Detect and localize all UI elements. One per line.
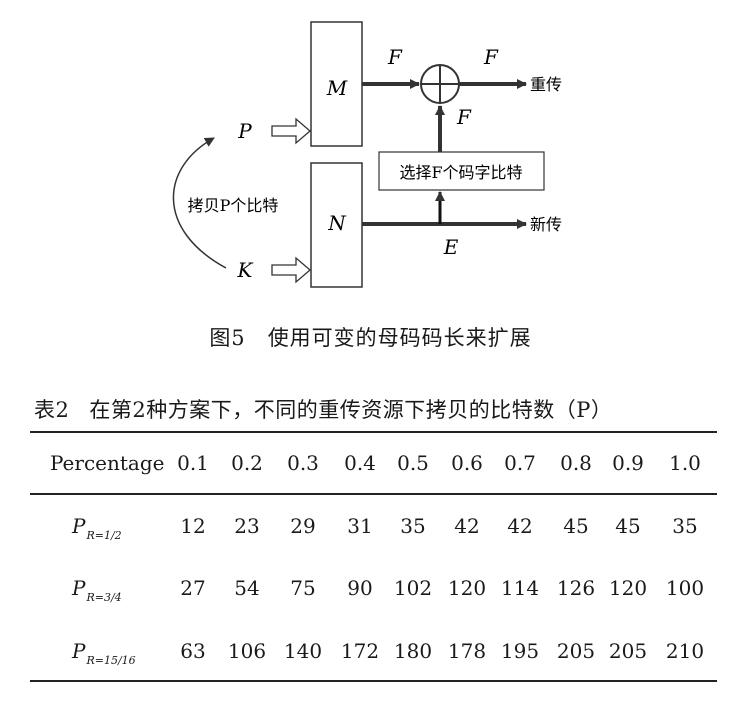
header-cell: 0.9 (612, 451, 644, 475)
block-m (310, 21, 363, 147)
label-p: P (237, 119, 252, 143)
table-cell: 100 (665, 576, 705, 600)
block-m-label: M (326, 76, 348, 100)
table-cell: 35 (400, 514, 426, 538)
table-cell: 23 (234, 514, 260, 538)
table-header-rule (30, 493, 717, 495)
table-cell: 205 (556, 639, 596, 663)
table-cell: 12 (180, 514, 206, 538)
row-label: PR=15/16 (72, 631, 136, 681)
table-cell: 63 (180, 639, 206, 663)
figure-caption: 图5 使用可变的母码码长来扩展 (0, 322, 741, 352)
label-f-vertical: F (456, 105, 472, 129)
row-subscript: R=15/16 (86, 654, 136, 667)
table-cell: 45 (563, 514, 589, 538)
label-new-transmit: 新传 (530, 215, 562, 234)
header-cell: 0.5 (397, 451, 429, 475)
label-e: E (443, 235, 459, 259)
input-arrow-k (271, 256, 311, 284)
table-top-rule (30, 431, 717, 433)
table-cell: 106 (227, 639, 267, 663)
block-n-label: N (327, 211, 347, 235)
table-cell: 29 (290, 514, 316, 538)
row-symbol: P (72, 576, 86, 600)
row-label: PR=3/4 (72, 568, 122, 618)
table-cell: 120 (608, 576, 648, 600)
table-number: 表2 (34, 398, 70, 422)
table-row: PR=3/4 27 54 75 90 102 120 114 126 120 100 (30, 568, 717, 608)
table-cell: 126 (556, 576, 596, 600)
row-symbol: P (72, 514, 86, 538)
header-cell: 0.6 (451, 451, 483, 475)
table-cell: 140 (283, 639, 323, 663)
header-cell: 0.3 (287, 451, 319, 475)
table-cell: 180 (393, 639, 433, 663)
table-cell: 120 (447, 576, 487, 600)
label-f-left: F (387, 45, 403, 69)
table-cell: 114 (500, 576, 540, 600)
label-copy-bits: 拷贝P个比特 (188, 196, 279, 215)
header-label: Percentage (50, 451, 165, 475)
header-cell: 0.7 (504, 451, 536, 475)
row-label: PR=1/2 (72, 506, 122, 556)
block-n (310, 162, 363, 288)
table-bottom-rule (30, 680, 717, 682)
table-cell: 205 (608, 639, 648, 663)
figure-number: 图5 (209, 326, 246, 350)
table-header-row: Percentage 0.1 0.2 0.3 0.4 0.5 0.6 0.7 0.8 0.9 1.0 (30, 443, 717, 483)
table-row: PR=15/16 63 106 140 172 180 178 195 205 205 210 (30, 631, 717, 671)
table-cell: 35 (672, 514, 698, 538)
figure-5-diagram: M N 选择F个码字比特 F F F E 重传 新传 P K 拷贝P个比特 (172, 21, 562, 288)
table-cell: 90 (347, 576, 373, 600)
table-cell: 210 (665, 639, 705, 663)
table-cell: 102 (393, 576, 433, 600)
header-cell: 0.4 (344, 451, 376, 475)
label-k: K (237, 258, 254, 282)
header-cell: 0.1 (177, 451, 209, 475)
row-subscript: R=3/4 (86, 591, 122, 604)
table-cell: 45 (615, 514, 641, 538)
row-subscript: R=1/2 (86, 529, 122, 542)
header-cell: 1.0 (669, 451, 701, 475)
label-f-right: F (483, 45, 499, 69)
table-cell: 178 (447, 639, 487, 663)
table-row: PR=1/2 12 23 29 31 35 42 42 45 45 35 (30, 506, 717, 546)
table-cell: 75 (290, 576, 316, 600)
header-cell: 0.8 (560, 451, 592, 475)
header-cell: 0.2 (231, 451, 263, 475)
table-caption-text: 在第2种方案下，不同的重传资源下拷贝的比特数（P） (89, 398, 613, 422)
table-cell: 42 (454, 514, 480, 538)
copy-bits-curve (172, 137, 227, 269)
table-cell: 42 (507, 514, 533, 538)
row-symbol: P (72, 639, 86, 663)
table-cell: 195 (500, 639, 540, 663)
select-bits-box (378, 151, 545, 191)
table-cell: 54 (234, 576, 260, 600)
label-retransmit: 重传 (530, 75, 562, 94)
table-cell: 172 (340, 639, 380, 663)
figure-caption-text: 使用可变的母码码长来扩展 (267, 326, 532, 350)
table-cell: 31 (347, 514, 373, 538)
table-cell: 27 (180, 576, 206, 600)
table-caption: 表2 在第2种方案下，不同的重传资源下拷贝的比特数（P） (34, 394, 612, 424)
input-arrow-p (271, 117, 311, 145)
select-bits-label: 选择F个码字比特 (399, 163, 522, 182)
